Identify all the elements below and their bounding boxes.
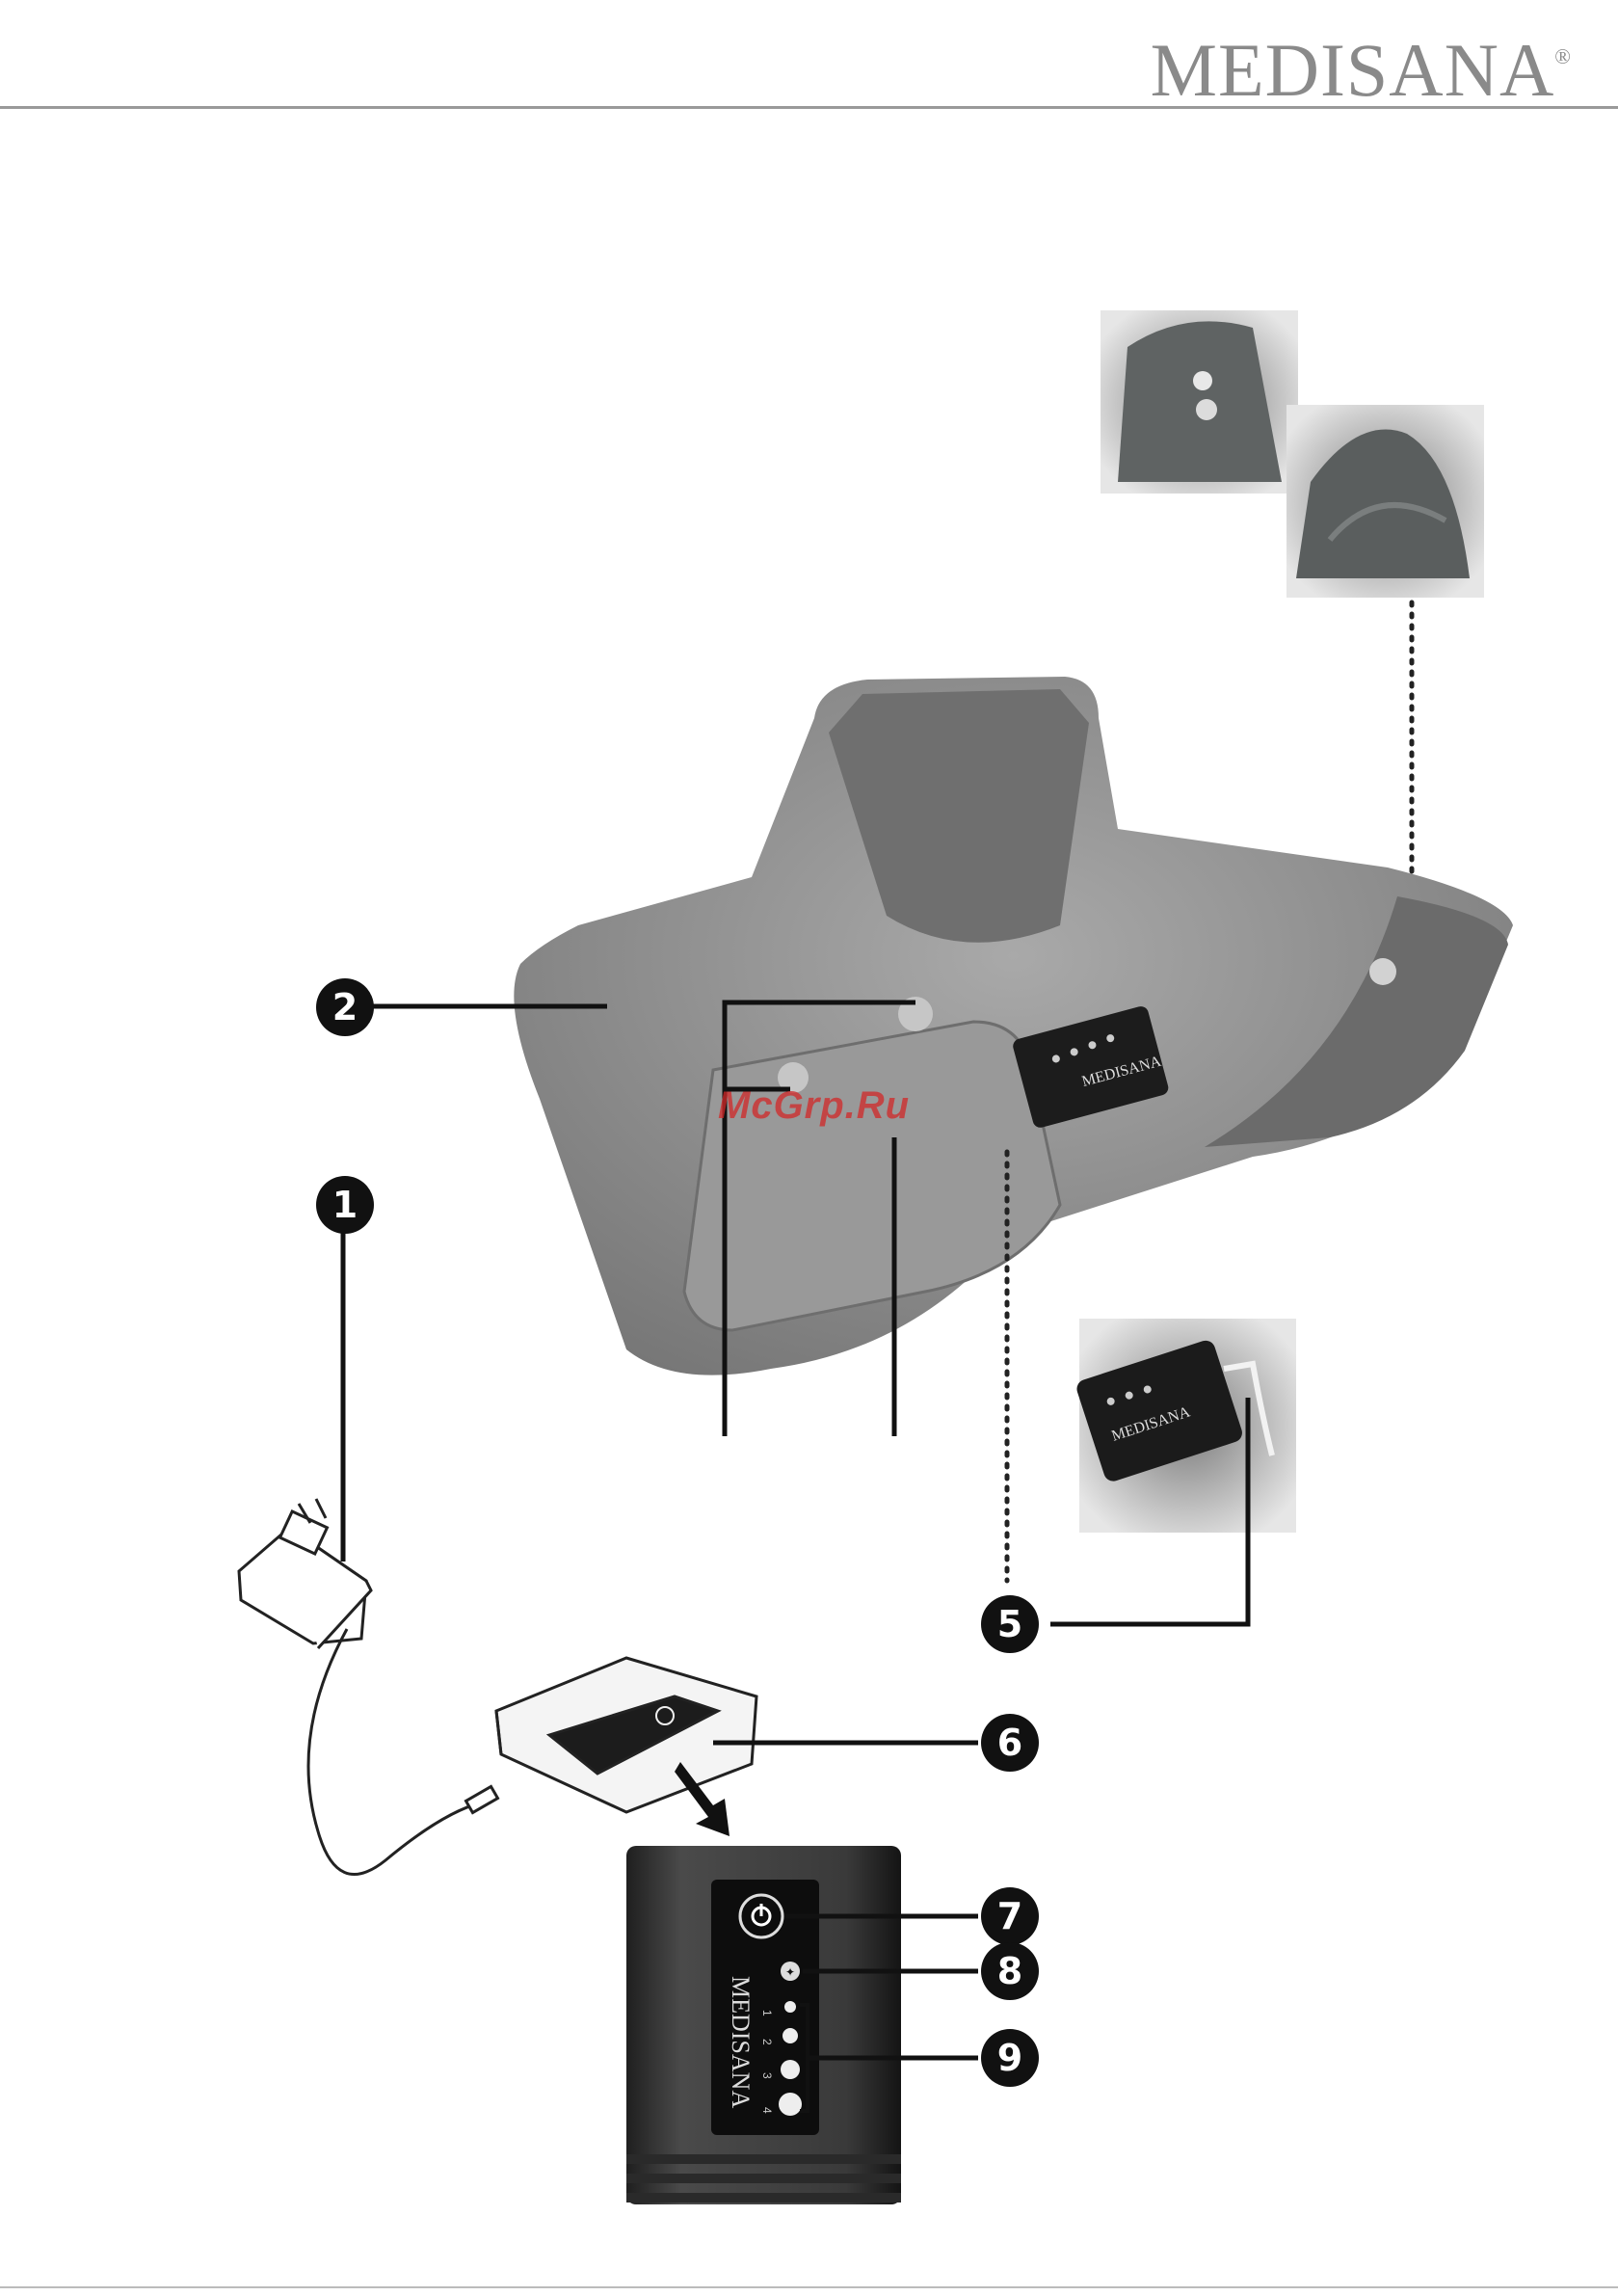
callout-2: 2 — [316, 978, 374, 1036]
power-icon — [740, 1895, 782, 1937]
edge-detail-photo — [1286, 405, 1484, 598]
controller-outline — [496, 1658, 756, 1812]
controller-front: ✦ MEDISANA 1 2 3 4 — [626, 1846, 901, 2204]
svg-text:3: 3 — [760, 2072, 774, 2079]
svg-text:✦: ✦ — [785, 1965, 795, 1979]
svg-text:2: 2 — [760, 2039, 774, 2045]
svg-text:1: 1 — [760, 2010, 774, 2016]
callout-1: 1 — [316, 1176, 374, 1234]
button-detail-photo — [1101, 310, 1298, 494]
timer-icon: ✦ — [781, 1962, 800, 1981]
callout-6: 6 — [981, 1714, 1039, 1772]
footer-divider — [0, 2286, 1618, 2288]
watermark: McGrp.Ru — [718, 1084, 910, 1128]
connector-photo: MEDISANA — [1074, 1319, 1296, 1533]
callout-8: 8 — [981, 1942, 1039, 2000]
callout-7: 7 — [981, 1887, 1039, 1945]
heat-wrap-pad: MEDISANA — [514, 677, 1513, 1375]
callout-9: 9 — [981, 2029, 1039, 2087]
svg-text:MEDISANA: MEDISANA — [727, 1976, 755, 2108]
power-adapter — [239, 1499, 497, 1875]
callout-5: 5 — [981, 1595, 1039, 1653]
svg-text:4: 4 — [760, 2107, 774, 2114]
